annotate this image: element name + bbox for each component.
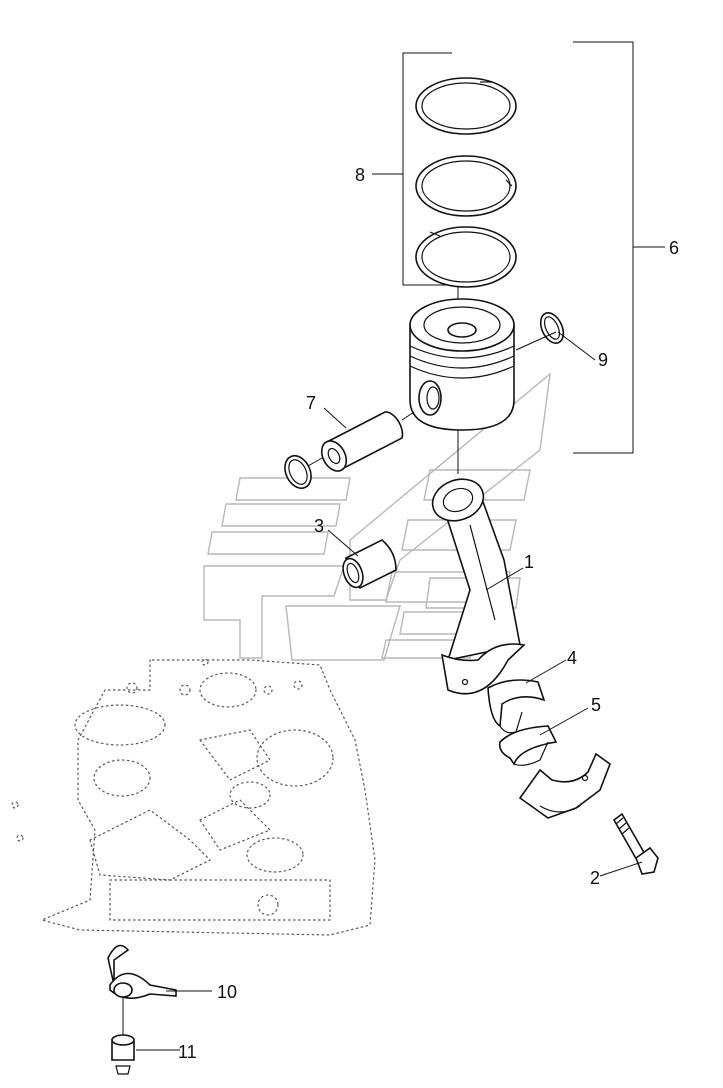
watermark-logo — [203, 372, 551, 661]
connecting-rod — [431, 478, 526, 695]
callout-6: 6 — [669, 238, 679, 258]
retaining-ring-left — [284, 454, 323, 490]
bearing-shell-lower — [498, 725, 558, 766]
engine-block-outline — [11, 658, 376, 936]
callout-2: 2 — [590, 868, 600, 888]
callout-9: 9 — [598, 350, 608, 370]
callout-7: 7 — [306, 393, 316, 413]
callout-10: 10 — [217, 982, 237, 1002]
piston-ring-set — [415, 77, 517, 288]
nozzle-bolt — [111, 997, 135, 1075]
callout-8: 8 — [355, 165, 365, 185]
retaining-ring-right — [539, 312, 565, 344]
callout-4: 4 — [567, 648, 577, 668]
piston-pin — [320, 411, 415, 472]
callout-5: 5 — [591, 695, 601, 715]
piston-cooling-nozzle — [107, 944, 177, 999]
bearing-shell-upper — [487, 679, 546, 734]
callout-11: 11 — [178, 1042, 197, 1062]
piston — [409, 298, 515, 431]
callout-labels: 1 2 3 4 5 6 7 8 9 10 11 — [178, 165, 679, 1062]
callout-1: 1 — [524, 552, 534, 572]
connecting-rod-bolt — [612, 812, 659, 875]
leader-lines — [136, 173, 643, 1051]
connecting-rod-cap — [518, 752, 611, 819]
connecting-rod-bushing — [342, 539, 397, 589]
callout-3: 3 — [314, 516, 324, 536]
